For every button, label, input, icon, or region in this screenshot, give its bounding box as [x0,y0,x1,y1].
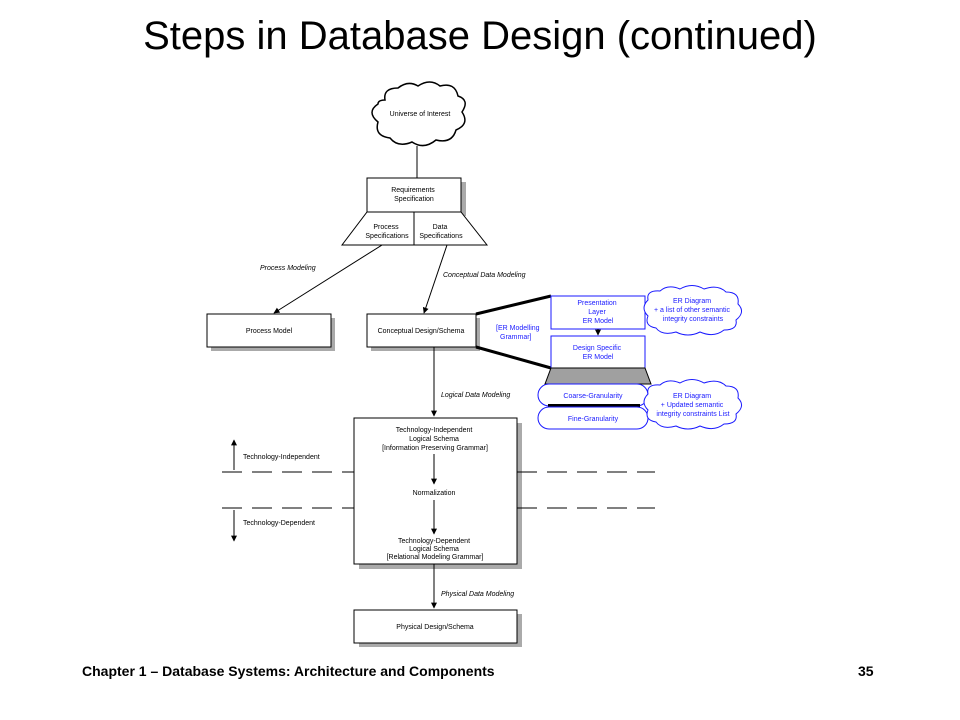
universe-label: Universe of Interest [390,111,451,118]
conceptual-design-box [366,313,477,348]
conceptual-modeling-label: Conceptual Data Modeling [443,272,526,279]
requirements-label: Requirements Specification [391,187,437,203]
logical-modeling-label: Logical Data Modeling [441,392,510,399]
presentation-layer-label: Presentation Layer ER Model [577,300,618,325]
fine-granularity-label: Fine-Granularity [568,416,619,423]
cloud-1-label: ER Diagram + a list of other semantic in… [654,298,732,323]
physical-modeling-label: Physical Data Modeling [441,591,514,598]
process-modeling-label: Process Modeling [260,265,316,272]
normalization-label: Normalization [413,490,456,497]
conceptual-modeling-arrow [422,244,448,314]
design-specific-label: Design Specific ER Model [573,345,623,361]
er-diagram-cloud-1: ER Diagram + a list of other semantic in… [643,285,742,336]
data-spec-label: Data Specifications [419,224,463,240]
process-modeling-arrow [273,244,383,314]
tech-independent-label: Technology-Independent [243,454,320,461]
process-spec-label: Process Specifications [365,224,409,240]
process-model-box [206,313,332,348]
callout-line-bottom [475,345,552,370]
granularity-trapezoid [544,367,652,385]
er-diagram-cloud-2: ER Diagram + Updated semantic integrity … [643,379,742,430]
cloud-2-label: ER Diagram + Updated semantic integrity … [656,393,729,418]
physical-design-box [353,609,518,644]
footer-chapter: Chapter 1 – Database Systems: Architectu… [82,663,495,679]
presentation-layer-box [550,295,646,330]
logical-schema-box [353,417,518,565]
coarse-granularity-label: Coarse-Granularity [563,393,623,400]
universe-cloud: Universe of Interest [371,81,466,147]
process-model-label: Process Model [246,328,293,335]
requirements-box [366,177,462,213]
design-specific-box [550,335,646,369]
physical-design-label: Physical Design/Schema [396,624,474,631]
conceptual-design-label: Conceptual Design/Schema [378,328,465,335]
tech-independent-schema-label: Technology-Independent Logical Schema [I… [382,427,488,452]
tech-dependent-label: Technology-Dependent [243,520,315,527]
page-number: 35 [858,663,874,679]
er-grammar-label: [ER Modelling Grammar] [496,325,542,341]
slide-title: Steps in Database Design (continued) [143,14,817,58]
callout-line-top [475,294,552,316]
tech-dependent-schema-label: Technology-Dependent Logical Schema [Rel… [387,538,484,561]
